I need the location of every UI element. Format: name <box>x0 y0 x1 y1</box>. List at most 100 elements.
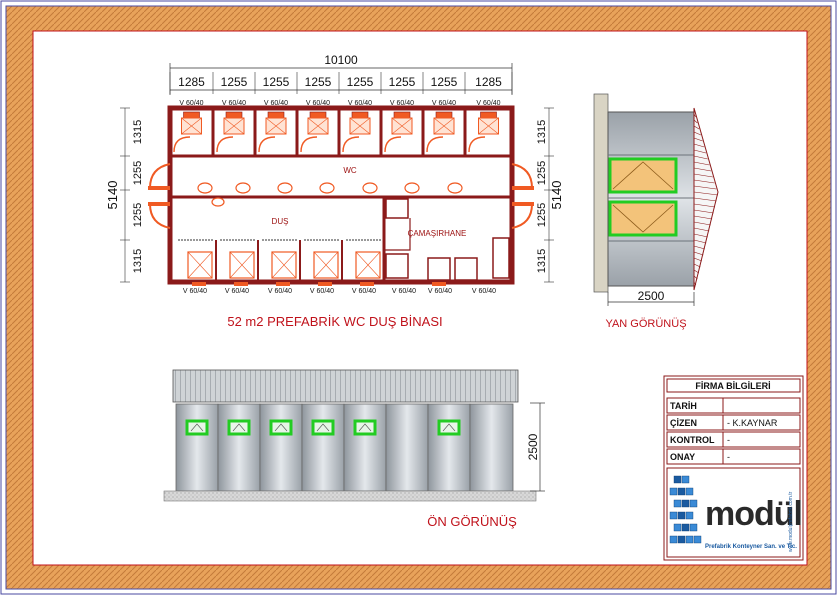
roof-slat <box>693 161 710 166</box>
basin-icon <box>197 182 213 194</box>
logo-cube <box>681 499 690 508</box>
shower-cross <box>229 251 255 279</box>
fixture-cross <box>433 117 455 135</box>
room-label-shower: DUŞ <box>272 217 289 226</box>
shower-cabins <box>178 239 382 286</box>
window-label-bottom: V 60/40 <box>183 288 207 295</box>
roof-slat <box>693 155 708 160</box>
window-label-top: V 60/40 <box>348 100 372 107</box>
side-window-upper <box>608 157 678 194</box>
overall-length-label: 10100 <box>324 53 358 67</box>
window-mark <box>351 111 369 119</box>
roof-slat <box>693 137 703 142</box>
logo-cube <box>673 523 682 532</box>
wall-panel <box>175 403 219 492</box>
title-block-value: - <box>727 452 730 462</box>
logo-cube <box>693 535 702 544</box>
front-windows <box>185 419 461 436</box>
logo-cube <box>685 535 694 544</box>
wall-panel <box>343 403 387 492</box>
basin-icon <box>319 182 335 194</box>
roof-slat <box>693 215 713 220</box>
front-height-dimension: 2500 <box>526 402 545 492</box>
roof-slat <box>693 233 708 238</box>
basin-icon <box>447 182 463 194</box>
window-opening-mark <box>274 423 288 432</box>
logo-cube <box>673 475 682 484</box>
window-mark <box>192 282 206 286</box>
plan-title: 52 m2 PREFABRİK WC DUŞ BİNASI <box>227 314 442 329</box>
title-block-label: KONTROL <box>670 435 715 445</box>
fixture-cross <box>307 117 329 135</box>
side-dimension-label: 1315 <box>536 120 548 144</box>
logo-cube <box>677 487 686 496</box>
cubicle-door-swing <box>468 136 486 153</box>
title-block-value: - <box>727 435 730 445</box>
laundry-fixtures <box>384 198 510 286</box>
window-opening-mark <box>190 423 204 432</box>
window-label-bottom: V 60/40 <box>392 288 416 295</box>
shower-cross <box>187 251 213 279</box>
roof-slat <box>693 281 697 286</box>
title-block-label: ONAY <box>670 452 695 462</box>
title-block-value-cell <box>722 431 801 448</box>
shower-cross <box>271 251 297 279</box>
title-block-label: TARİH <box>670 401 697 411</box>
roof-slat <box>693 257 702 262</box>
window-mark <box>267 111 285 119</box>
basin-icon <box>404 182 420 194</box>
front-window <box>185 419 209 436</box>
module-dimension-label: 1255 <box>263 75 290 89</box>
fixture-cross <box>349 117 371 135</box>
window-opening-mark <box>442 423 456 432</box>
shower-cross <box>355 251 381 279</box>
fixture-cross <box>391 117 413 135</box>
roof-slat <box>693 221 711 226</box>
roof-slat <box>693 275 698 280</box>
window-label-bottom: V 60/40 <box>428 288 452 295</box>
window-mark <box>309 111 327 119</box>
wash-basins <box>197 182 463 207</box>
title-block-value-cell <box>722 397 801 414</box>
logo-cube <box>669 535 678 544</box>
logo-cube <box>681 523 690 532</box>
roof-slat <box>693 191 719 196</box>
logo-cube <box>669 487 678 496</box>
module-dimension-label: 1285 <box>178 75 205 89</box>
roof-slat <box>693 203 716 208</box>
roof-slat <box>693 245 705 250</box>
side-dimension-label: 1255 <box>536 203 548 227</box>
window-opening-mark <box>316 423 330 432</box>
roof-slat <box>693 263 701 268</box>
roof-slat <box>693 125 700 130</box>
side-dimension-label: 1255 <box>132 203 144 227</box>
shower-cross <box>313 251 339 279</box>
window-opening-mark <box>358 423 372 432</box>
total-width-label: 5140 <box>105 181 120 210</box>
side-dimension-label: 1255 <box>536 161 548 185</box>
window-mark <box>276 282 290 286</box>
logo-tagline: Prefabrik Konteyner San. ve Tic. <box>705 544 797 550</box>
logo-cube <box>689 523 698 532</box>
module-dimension-label: 1255 <box>305 75 332 89</box>
cubicle-door-swing <box>173 136 191 153</box>
side-elevation: 2500 YAN GÖRÜNÜŞ <box>593 93 719 330</box>
front-window <box>269 419 293 436</box>
window-opening-mark <box>232 423 246 432</box>
cubicle-door-swing <box>426 136 444 153</box>
basin-icon <box>362 182 378 194</box>
side-width-dimension: 2500 <box>607 289 695 306</box>
window-label-top: V 60/40 <box>222 100 246 107</box>
roof-slat <box>693 167 712 172</box>
side-view-title: YAN GÖRÜNÜŞ <box>605 318 686 330</box>
roof-slat <box>693 149 707 154</box>
side-dimension-label: 1315 <box>132 249 144 273</box>
fixture-cross <box>223 117 245 135</box>
window-label-top: V 60/40 <box>390 100 414 107</box>
cubicle-door-swing <box>216 136 234 153</box>
front-window <box>437 419 461 436</box>
